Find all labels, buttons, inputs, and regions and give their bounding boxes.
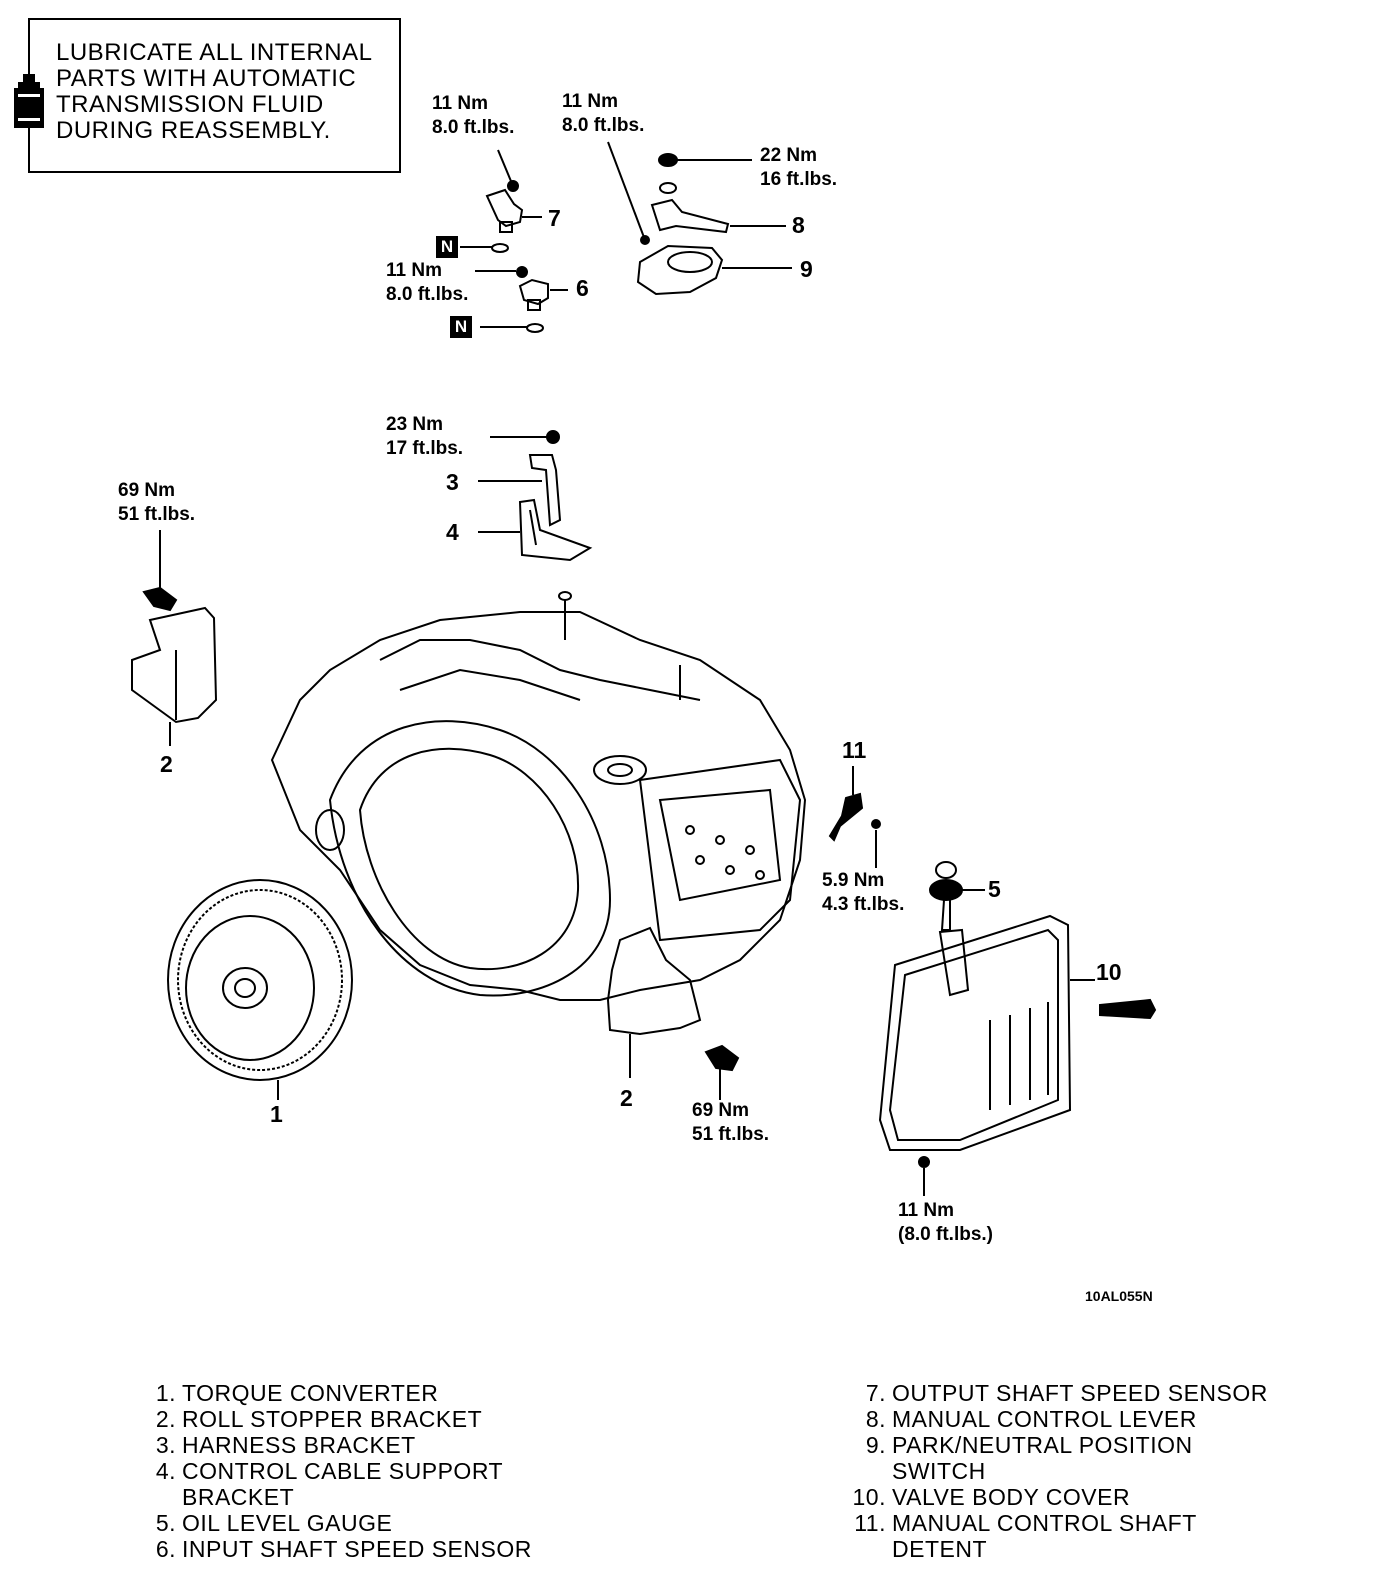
torque-label-2b-nm: 69 Nm <box>692 1100 750 1121</box>
roll-stopper-bracket-left <box>131 530 218 746</box>
legend-text: SWITCH <box>892 1458 986 1484</box>
callout-3: 3 <box>446 469 459 495</box>
output-shaft-speed-sensor <box>460 149 542 253</box>
harness-bracket <box>478 430 562 527</box>
callout-10: 10 <box>1096 959 1122 985</box>
new-part-mark-1: N <box>436 236 458 258</box>
legend-number <box>850 1458 886 1484</box>
callout-5: 5 <box>988 876 1001 902</box>
torque-label-7-ft: 8.0 ft.lbs. <box>432 117 515 138</box>
callout-2-bottom: 2 <box>620 1085 633 1111</box>
torque-label-lever-nut-nm: 22 Nm <box>760 145 818 166</box>
roll-stopper-bracket-bottom <box>606 926 740 1100</box>
manual-control-lever <box>607 141 786 245</box>
torque-label-6-ft: 8.0 ft.lbs. <box>386 284 469 305</box>
legend-item: SWITCH <box>850 1458 1268 1484</box>
callout-9: 9 <box>800 256 813 282</box>
legend-text: CONTROL CABLE SUPPORT <box>182 1458 504 1484</box>
callout-2-left: 2 <box>160 751 173 777</box>
legend-item: 1.TORQUE CONVERTER <box>140 1380 532 1406</box>
legend-number: 1. <box>155 1380 176 1406</box>
legend-number <box>850 1536 886 1562</box>
legend-number: 2. <box>155 1406 176 1432</box>
legend-number: 6. <box>155 1536 176 1562</box>
legend-text: OUTPUT SHAFT SPEED SENSOR <box>892 1380 1268 1406</box>
legend-text: TORQUE CONVERTER <box>182 1380 439 1406</box>
legend-text: DETENT <box>892 1536 987 1562</box>
legend-item: BRACKET <box>140 1484 532 1510</box>
torque-label-6-nm: 11 Nm <box>386 260 442 281</box>
torque-label-2b-ft: 51 ft.lbs. <box>692 1124 770 1145</box>
torque-label-10-ft: (8.0 ft.lbs.) <box>898 1224 994 1245</box>
input-shaft-speed-sensor <box>475 266 568 333</box>
oil-can-icon <box>14 74 44 128</box>
figure-code: 10AL055N <box>1085 1288 1153 1304</box>
torque-label-2a-ft: 51 ft.lbs. <box>118 504 196 525</box>
legend-text: ROLL STOPPER BRACKET <box>182 1406 483 1432</box>
legend-item: 10.VALVE BODY COVER <box>850 1484 1268 1510</box>
legend-number: 8. <box>865 1406 886 1432</box>
torque-label-7-nm: 11 Nm <box>432 93 488 114</box>
torque-label-11-ft: 4.3 ft.lbs. <box>822 894 905 915</box>
torque-label-8-ft: 8.0 ft.lbs. <box>562 115 645 136</box>
control-cable-support-bracket <box>478 498 593 562</box>
legend-number: 9. <box>865 1432 886 1458</box>
legend-text: MANUAL CONTROL LEVER <box>892 1406 1197 1432</box>
legend-text: BRACKET <box>182 1484 295 1510</box>
legend-text: INPUT SHAFT SPEED SENSOR <box>182 1536 532 1562</box>
torque-converter <box>167 879 353 1100</box>
torque-label-3-nm: 23 Nm <box>386 414 444 435</box>
legend-text: VALVE BODY COVER <box>892 1484 1131 1510</box>
callout-6: 6 <box>576 275 589 301</box>
torque-label-11-nm: 5.9 Nm <box>822 870 885 891</box>
legend-item: 8.MANUAL CONTROL LEVER <box>850 1406 1268 1432</box>
torque-label-3-ft: 17 ft.lbs. <box>386 438 464 459</box>
legend-text: OIL LEVEL GAUGE <box>182 1510 393 1536</box>
manual-control-shaft-detent <box>828 766 881 868</box>
callout-8: 8 <box>792 212 805 238</box>
lubrication-note-text: LUBRICATE ALL INTERNAL PARTS WITH AUTOMA… <box>56 39 373 144</box>
callout-4: 4 <box>446 519 459 545</box>
legend-text: PARK/NEUTRAL POSITION <box>892 1432 1193 1458</box>
legend-number: 4. <box>155 1458 176 1484</box>
legend-item: 2.ROLL STOPPER BRACKET <box>140 1406 532 1432</box>
legend-number <box>140 1484 176 1510</box>
legend-number: 7. <box>865 1380 886 1406</box>
callout-1: 1 <box>270 1101 283 1127</box>
legend-item: 11.MANUAL CONTROL SHAFT <box>850 1510 1268 1536</box>
oil-level-gauge <box>929 861 985 997</box>
legend-item: DETENT <box>850 1536 1268 1562</box>
legend-item: 4.CONTROL CABLE SUPPORT <box>140 1458 532 1484</box>
park-neutral-position-switch <box>636 244 792 296</box>
legend-item: 5.OIL LEVEL GAUGE <box>140 1510 532 1536</box>
legend-number: 3. <box>155 1432 176 1458</box>
transmission-housing <box>270 591 807 1001</box>
legend-item: 7.OUTPUT SHAFT SPEED SENSOR <box>850 1380 1268 1406</box>
callout-7: 7 <box>548 205 561 231</box>
callout-11: 11 <box>842 737 867 763</box>
torque-label-10-nm: 11 Nm <box>898 1200 954 1221</box>
legend-item: 6.INPUT SHAFT SPEED SENSOR <box>140 1536 532 1562</box>
parts-legend-left: 1.TORQUE CONVERTER 2.ROLL STOPPER BRACKE… <box>140 1380 532 1562</box>
parts-legend-right: 7.OUTPUT SHAFT SPEED SENSOR 8.MANUAL CON… <box>850 1380 1268 1562</box>
legend-item: 9.PARK/NEUTRAL POSITION <box>850 1432 1268 1458</box>
legend-number: 5. <box>155 1510 176 1536</box>
torque-label-2a-nm: 69 Nm <box>118 480 176 501</box>
valve-body-cover <box>878 914 1157 1196</box>
legend-item: 3.HARNESS BRACKET <box>140 1432 532 1458</box>
torque-label-8-nm: 11 Nm <box>562 91 618 112</box>
legend-number: 10. <box>852 1484 886 1510</box>
torque-label-lever-nut-ft: 16 ft.lbs. <box>760 169 838 190</box>
new-part-mark-2: N <box>450 316 472 338</box>
legend-text: HARNESS BRACKET <box>182 1432 416 1458</box>
legend-text: MANUAL CONTROL SHAFT <box>892 1510 1197 1536</box>
legend-number: 11. <box>854 1510 886 1536</box>
